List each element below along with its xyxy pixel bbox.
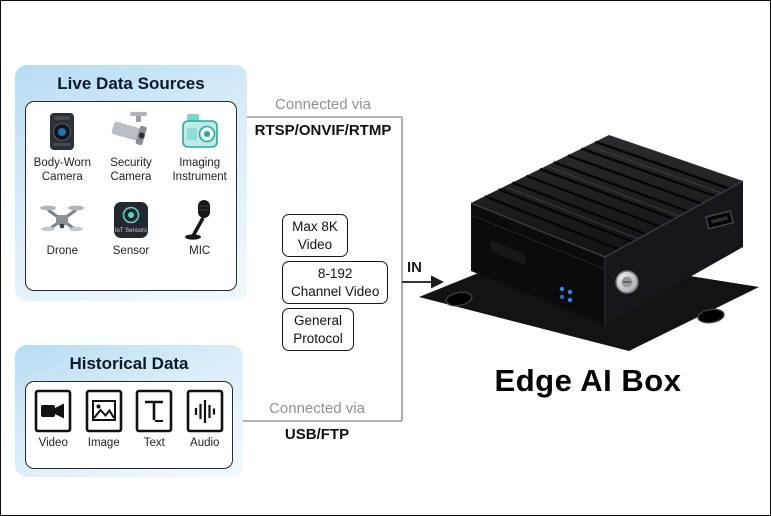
device-edge-highlight <box>470 180 744 258</box>
historical-item-video: Video <box>28 388 79 466</box>
device-name-label: Edge AI Box <box>494 363 682 398</box>
historical-item-text: Text <box>129 388 180 466</box>
bracket-hole-left <box>445 291 473 307</box>
source-item-label: Drone <box>46 245 78 257</box>
protocol-top-label: RTSP/ONVIF/RTMP <box>254 122 392 139</box>
edge-ai-box-image <box>419 135 759 351</box>
security-camera-icon <box>111 112 147 146</box>
input-arrow-head <box>431 275 444 289</box>
body-worn-camera-icon <box>50 113 75 150</box>
heatsink-fins <box>484 140 730 251</box>
historical-item-label: Image <box>87 437 120 449</box>
source-item-label: MIC <box>189 245 211 257</box>
source-item-label: Security Camera <box>110 157 152 183</box>
source-item-label: Body-Worn Camera <box>33 157 91 183</box>
capability-box-general-protocol: General Protocol <box>282 308 354 352</box>
lock-knob <box>615 270 639 294</box>
live-data-sources-title: Live Data Sources <box>57 74 205 93</box>
connected-via-top-label: Connected via <box>275 96 371 113</box>
bracket-hole-right <box>697 308 725 324</box>
historical-item-label: Video <box>38 437 68 449</box>
source-item-drone: Drone <box>28 198 97 286</box>
live-data-sources-panel: Live Data Sources Body-Worn Camera <box>15 65 247 301</box>
source-item-body-worn-camera: Body-Worn Camera <box>28 110 97 198</box>
source-item-sensor: IoT Sensors Sensor <box>97 198 166 286</box>
device-side-face <box>605 181 743 325</box>
text-doc-icon <box>135 389 173 433</box>
imaging-instrument-icon <box>181 114 218 148</box>
live-data-sources-grid: Body-Worn Camera Security Camera <box>25 101 237 291</box>
mounting-bracket <box>419 251 759 351</box>
device-front-face <box>471 203 605 325</box>
protocol-bottom-label: USB/FTP <box>284 426 350 443</box>
historical-item-label: Audio <box>190 437 220 449</box>
drone-icon <box>40 205 85 232</box>
source-item-label: Imaging Instrument <box>172 157 227 183</box>
iot-sensor-icon: IoT Sensors <box>113 202 148 238</box>
mic-icon <box>184 200 210 240</box>
heatsink-highlights <box>505 145 724 240</box>
usb-port <box>704 210 734 230</box>
capability-box-max-8k-video: Max 8K Video <box>282 214 348 258</box>
source-item-imaging-instrument: Imaging Instrument <box>165 110 234 198</box>
historical-item-audio: Audio <box>180 388 231 466</box>
historical-data-title: Historical Data <box>69 354 189 373</box>
source-item-label: Sensor <box>112 245 150 257</box>
capability-box-channel-video: 8-192 Channel Video <box>282 261 389 305</box>
device-top-face <box>471 135 743 257</box>
source-item-mic: MIC <box>165 198 234 286</box>
connected-via-bottom-label: Connected via <box>269 400 365 417</box>
input-in-label: IN <box>407 259 422 276</box>
status-leds <box>559 286 573 303</box>
sd-slot <box>491 241 525 265</box>
historical-item-image: Image <box>79 388 130 466</box>
image-doc-icon <box>85 389 123 433</box>
audio-doc-icon <box>186 389 224 433</box>
source-item-security-camera: Security Camera <box>97 110 166 198</box>
historical-data-grid: Video Image Text <box>25 381 233 469</box>
video-doc-icon <box>34 389 72 433</box>
historical-item-label: Text <box>143 437 165 449</box>
historical-data-panel: Historical Data Video Image <box>15 345 243 477</box>
sensor-icon-text: IoT Sensors <box>115 228 147 234</box>
